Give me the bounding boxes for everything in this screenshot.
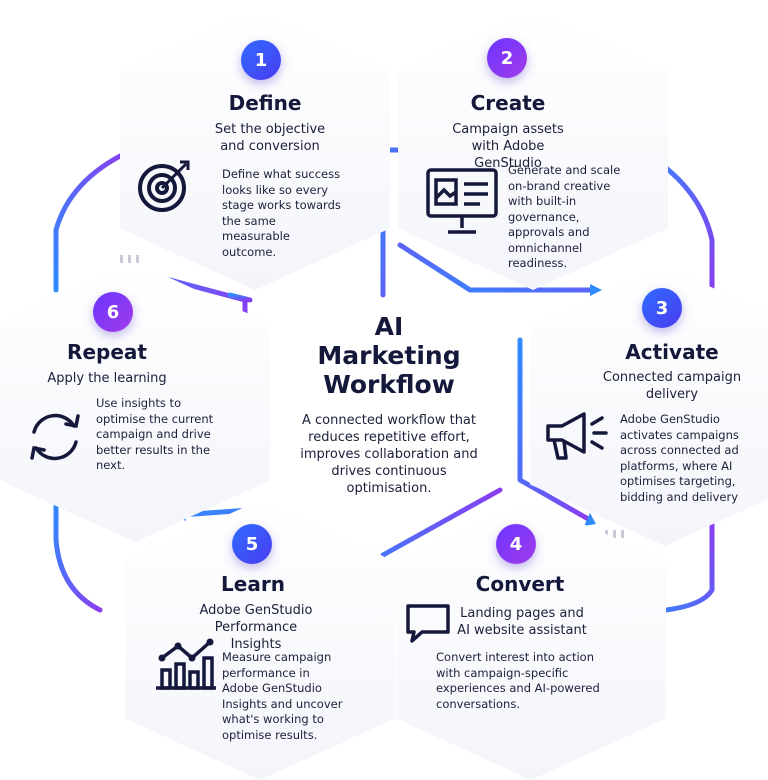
step-description: Adobe GenStudio activates campaigns acro… — [620, 412, 739, 504]
step-description: Measure campaign performance in Adobe Ge… — [222, 650, 343, 742]
refresh-icon — [30, 413, 80, 461]
step-description: Use insights to optimise the current cam… — [96, 396, 214, 472]
step-title: Activate — [625, 340, 719, 364]
step-number-badge: 5 — [232, 524, 272, 564]
step-number-badge: 6 — [93, 292, 133, 332]
step-subtitle: Connected campaign delivery — [602, 370, 742, 402]
step-subtitle: Set the objective and conversion — [214, 122, 326, 154]
bar-chart-icon — [156, 638, 216, 690]
step-subtitle: Adobe GenStudio Performance Insights — [199, 603, 313, 652]
step-title: Learn — [221, 572, 285, 596]
step-title: Repeat — [67, 340, 147, 364]
step-number-badge: 2 — [487, 38, 527, 78]
step-description: Convert interest into action with campai… — [436, 650, 600, 711]
step-title: Create — [470, 91, 546, 115]
step-subtitle: Apply the learning — [47, 371, 167, 386]
step-description: Generate and scale on-brand creative wit… — [508, 163, 621, 270]
center-title: AI Marketing Workflow — [317, 312, 461, 399]
step-description: Define what success looks like so every … — [222, 167, 341, 259]
step-title: Define — [228, 91, 302, 115]
megaphone-icon — [546, 412, 608, 460]
step-number-badge: 4 — [496, 524, 536, 564]
step-repeat-card — [0, 262, 270, 542]
monitor-icon — [426, 168, 498, 234]
step-title: Convert — [475, 572, 565, 596]
step-subtitle: Campaign assets with Adobe GenStudio — [452, 122, 564, 171]
step-create-card — [398, 10, 668, 290]
target-icon — [138, 160, 190, 212]
step-number-badge: 1 — [241, 40, 281, 80]
center-description: A connected workflow that reduces repeti… — [300, 413, 478, 496]
step-number-badge: 3 — [642, 288, 682, 328]
step-subtitle: Landing pages and AI website assistant — [457, 606, 587, 638]
chat-bubble-icon — [406, 604, 450, 643]
